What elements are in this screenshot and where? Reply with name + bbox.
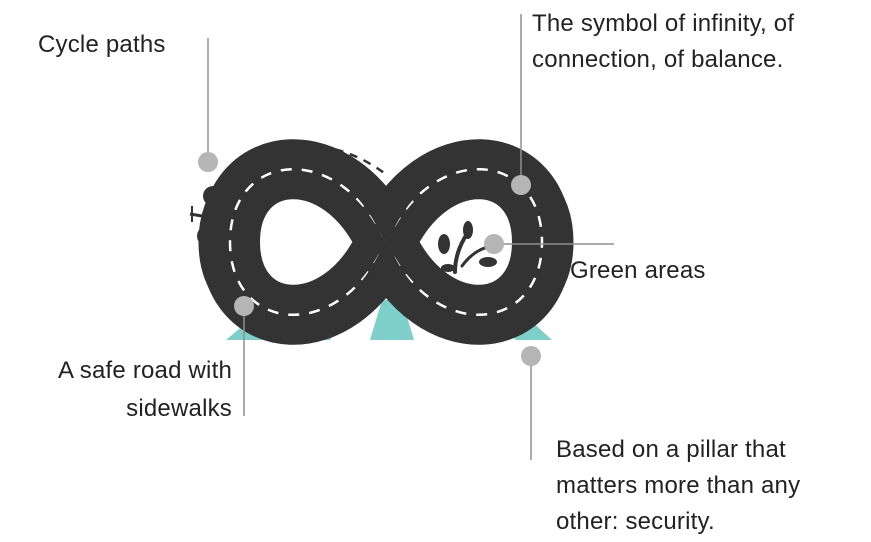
label-green-areas: Green areas [570,256,706,286]
label-text: Cycle paths [38,31,166,58]
marker-dots [198,152,541,366]
label-text: A safe road with [58,357,232,384]
leader-lines [207,14,614,460]
label-safe-road: A safe road with sidewalks [14,352,232,428]
bicycle-icon [189,186,223,246]
marker-security [521,346,541,366]
label-security: Based on a pillar that matters more than… [556,432,800,540]
marker-infinity [511,175,531,195]
label-text: The symbol of infinity, of [532,10,795,37]
label-text: Based on a pillar that [556,436,786,463]
marker-safe-road [234,296,254,316]
marker-green-areas [484,234,504,254]
label-text: other: security. [556,508,715,535]
plant-icon [438,221,497,274]
label-text: sidewalks [126,395,232,422]
label-cycle-paths: Cycle paths [38,30,166,60]
label-text: Green areas [570,257,706,284]
label-infinity: The symbol of infinity, of connection, o… [532,6,794,78]
road-outer-line [198,155,574,329]
cycle-path-dashed [235,143,389,177]
label-text: connection, of balance. [532,46,784,73]
marker-cycle-paths [198,152,218,172]
label-text: matters more than any [556,472,801,499]
